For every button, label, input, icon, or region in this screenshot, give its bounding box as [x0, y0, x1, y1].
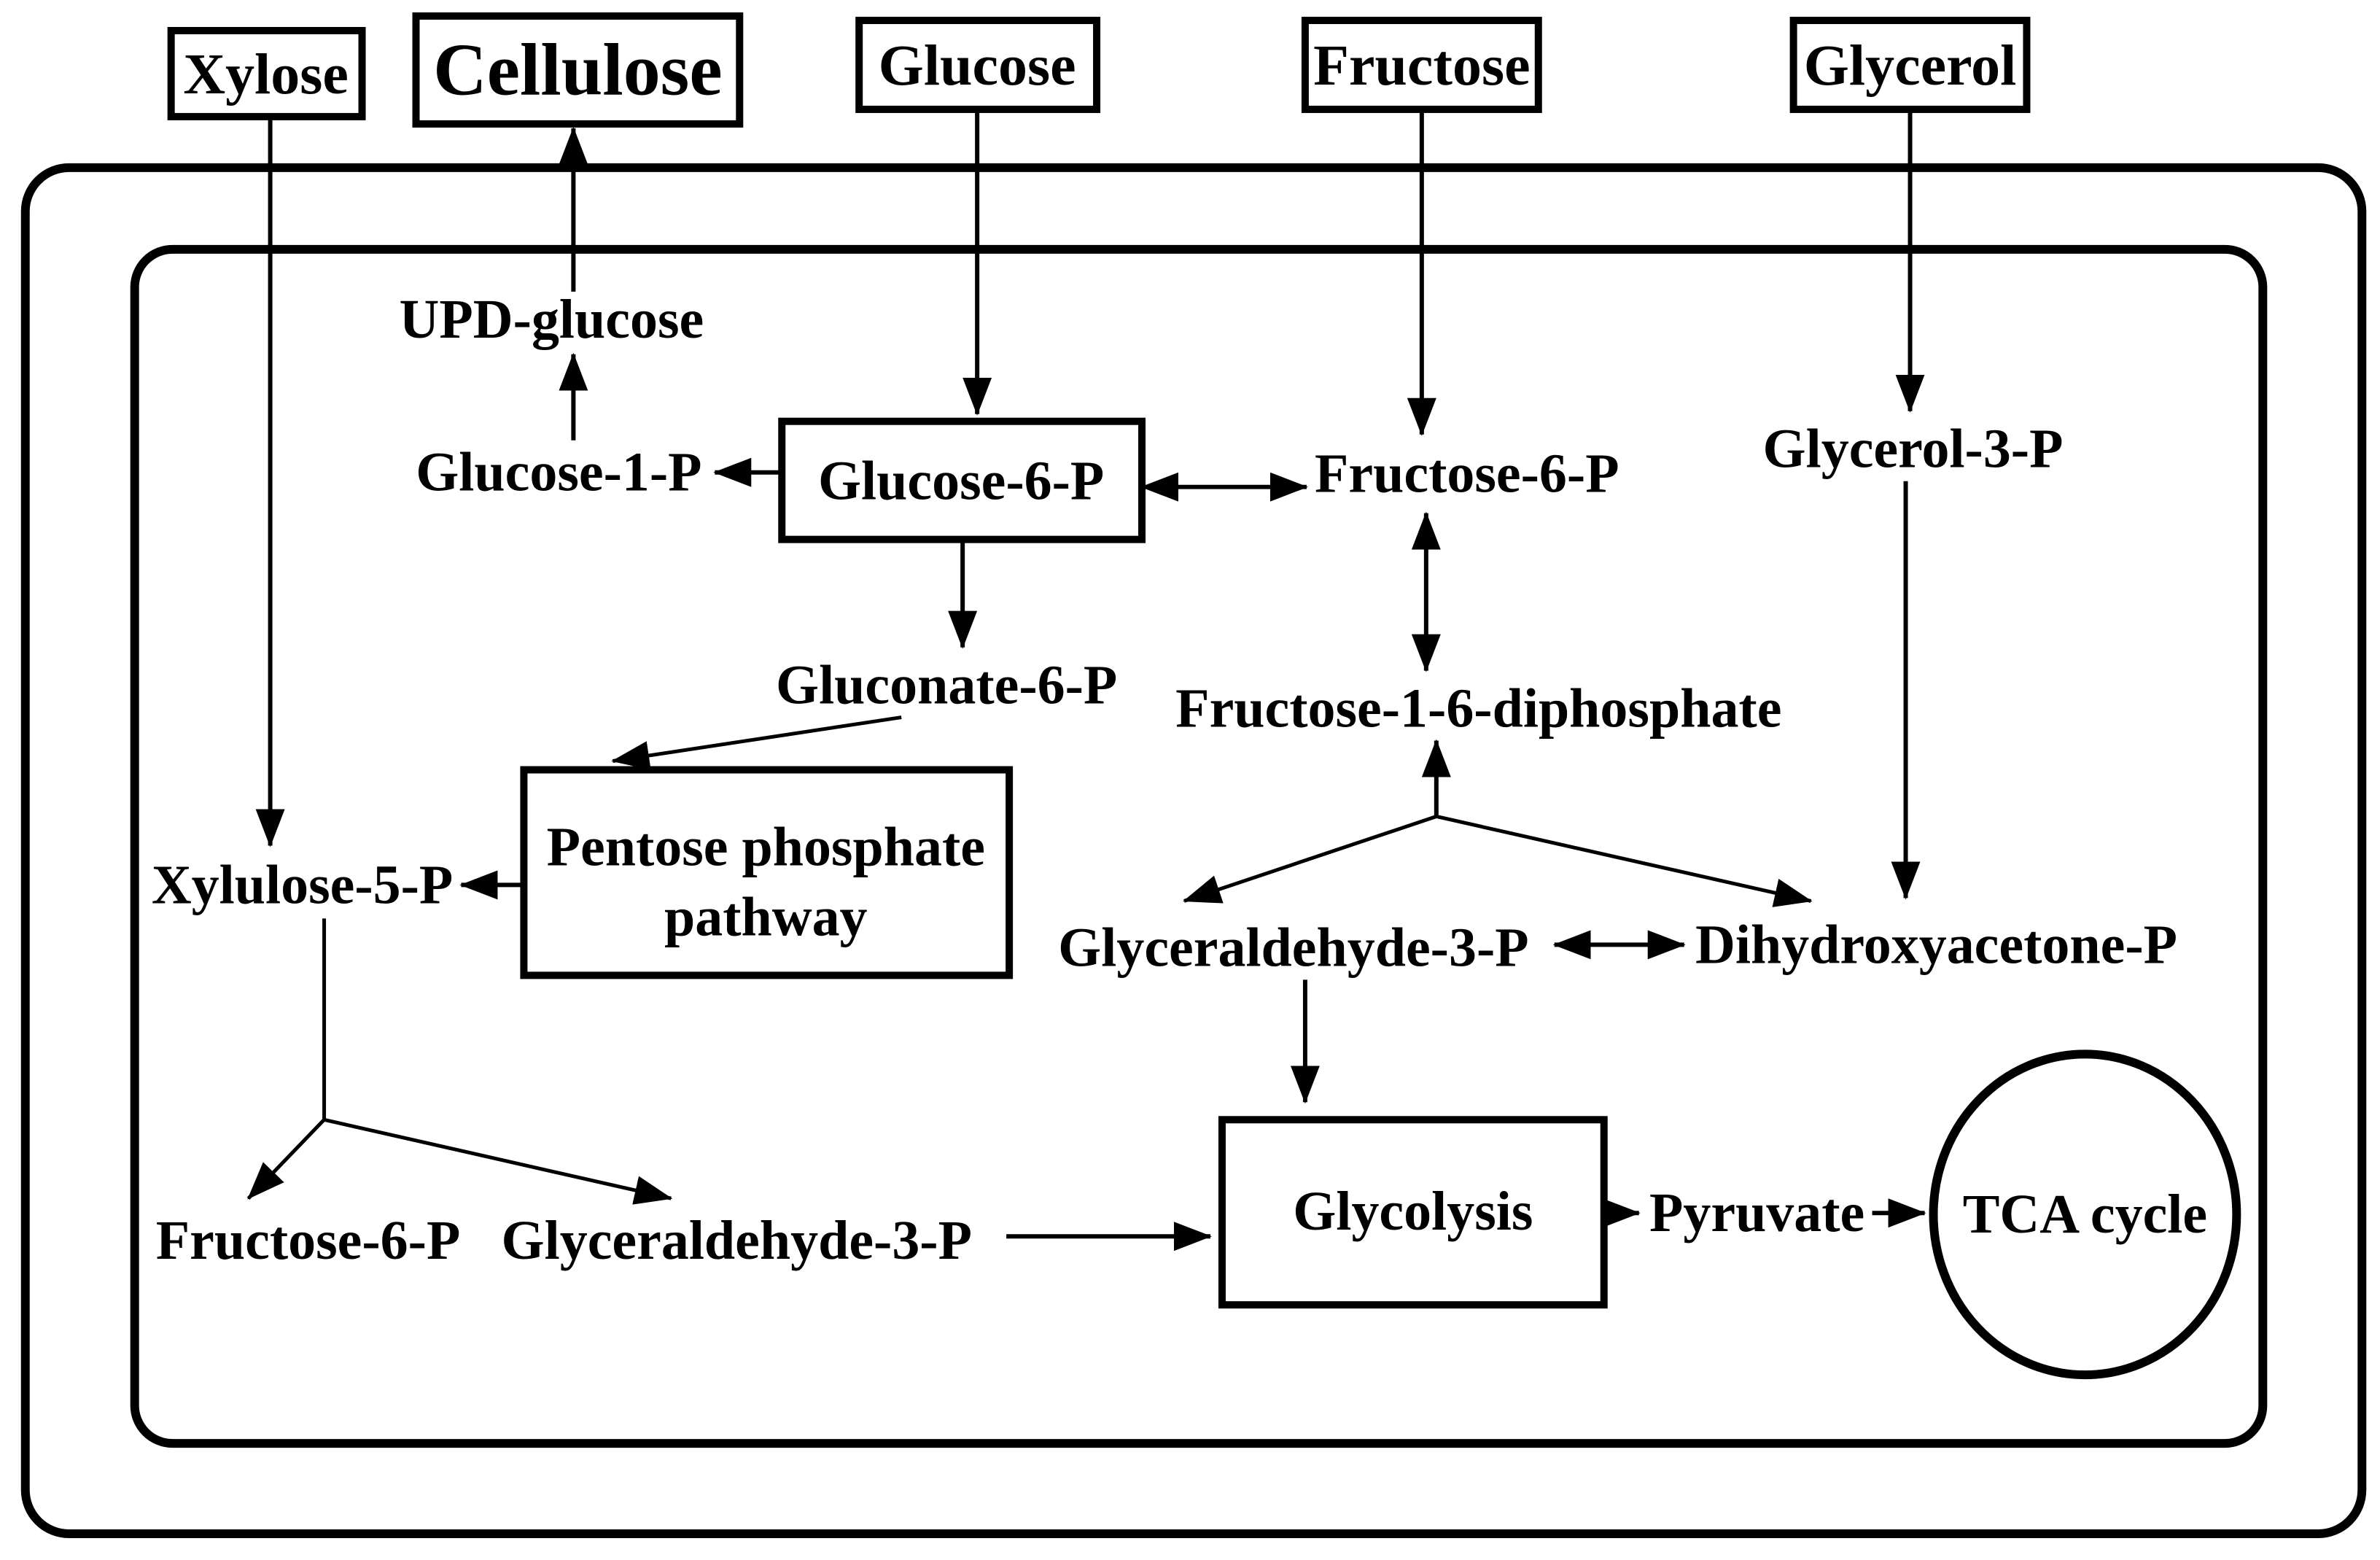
- node-tca-cycle: TCA cycle: [1929, 1049, 2241, 1380]
- glycerol-label: Glycerol: [1804, 34, 2017, 98]
- glycolysis-label: Glycolysis: [1293, 1181, 1533, 1242]
- tca-cycle-label: TCA cycle: [1963, 1184, 2207, 1245]
- glycerol-3-p-label: Glycerol-3-P: [1763, 419, 2064, 480]
- node-glucose: Glucose: [855, 16, 1101, 113]
- xylulose-5-p-label: Xylulose-5-P: [152, 854, 453, 915]
- glucose-6-p-box: [778, 417, 1146, 543]
- node-xylose: Xylose: [167, 26, 366, 120]
- pyruvate-label: Pyruvate: [1649, 1182, 1864, 1243]
- glycolysis-box: [1218, 1116, 1608, 1309]
- glucose-6-p-label: Glucose-6-P: [818, 451, 1104, 512]
- arrow-fructose16dp-to-dihydroxyacetonep: [1436, 815, 1813, 907]
- arrow-xylulose5p-to-glyceraldehyde3p-lower: [324, 1117, 673, 1205]
- glucose-label: Glucose: [879, 34, 1076, 98]
- outer-membrane: [20, 163, 2367, 1539]
- fructose-1-6-diphosphate-label: Fructose-1-6-diphosphate: [1175, 678, 1781, 740]
- dihydroxyacetone-p-label: Dihydroxyacetone-P: [1695, 914, 2177, 975]
- upd-glucose-label: UPD-glucose: [400, 289, 704, 350]
- node-glucose-6-p: Glucose-6-P: [778, 417, 1146, 543]
- glyceraldehyde-3-p-label: Glyceraldehyde-3-P: [1058, 917, 1528, 978]
- gluconate-6-p-label: Gluconate-6-P: [776, 655, 1117, 716]
- inner-membrane: [130, 244, 2268, 1448]
- glyceraldehyde-3-p-lower-label: Glyceraldehyde-3-P: [502, 1210, 972, 1271]
- node-pentose-phosphate-pathway: Pentose phosphate pathway: [520, 766, 1014, 979]
- pentose-phosphate-pathway-label-line1: Pentose phosphate: [547, 816, 985, 877]
- node-glycolysis: Glycolysis: [1218, 1116, 1608, 1309]
- arrow-gluconate6p-to-pentose-pathway: [611, 715, 902, 770]
- fructose-box: [1301, 16, 1542, 113]
- arrow-fructose16dp-to-glyceraldehyde3p: [1183, 815, 1437, 904]
- glucose-1-p-label: Glucose-1-P: [416, 442, 701, 503]
- glucose-box: [855, 16, 1101, 113]
- cellulose-label: Cellulose: [433, 28, 722, 111]
- fructose-6-p-label: Fructose-6-P: [1315, 443, 1619, 505]
- xylose-label: Xylose: [183, 42, 349, 106]
- fructose-6-p-lower-label: Fructose-6-P: [156, 1210, 461, 1271]
- node-cellulose: Cellulose: [412, 12, 744, 128]
- node-glycerol: Glycerol: [1789, 16, 2031, 113]
- tca-cycle-circle: [1929, 1049, 2241, 1380]
- node-fructose: Fructose: [1301, 16, 1542, 113]
- arrow-xylulose5p-to-fructose6p-lower: [246, 1118, 326, 1200]
- xylose-box: [167, 26, 366, 120]
- cellulose-box: [412, 12, 744, 128]
- pentose-phosphate-pathway-box: [520, 766, 1014, 979]
- glycerol-box: [1789, 16, 2031, 113]
- pentose-phosphate-pathway-label-line2: pathway: [664, 886, 868, 947]
- fructose-label: Fructose: [1313, 34, 1530, 98]
